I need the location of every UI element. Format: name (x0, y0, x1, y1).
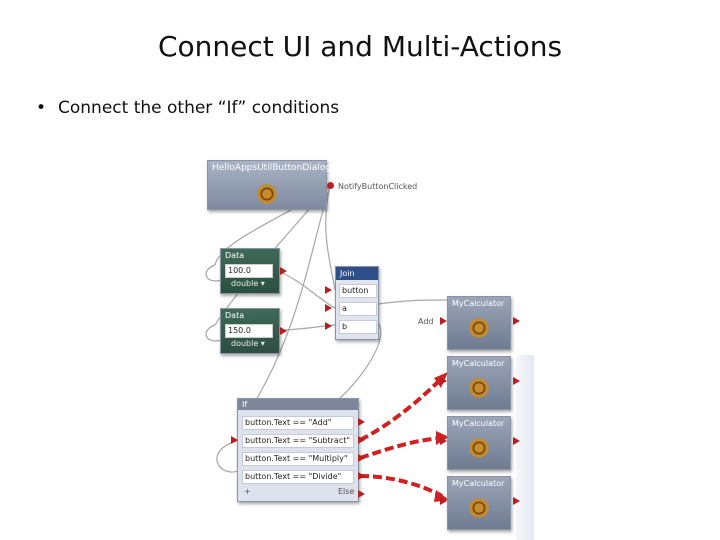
wire (249, 185, 331, 411)
input-port[interactable] (440, 437, 447, 445)
gear-icon (468, 317, 490, 339)
output-port[interactable] (358, 436, 365, 444)
red-arrow (359, 474, 443, 498)
bullet-dot: • (36, 98, 47, 118)
join-slot[interactable]: b (339, 320, 377, 334)
gear-icon (468, 497, 490, 519)
data-node[interactable]: Data 150.0 double ▾ (220, 308, 280, 354)
output-port[interactable] (358, 454, 365, 462)
bullet-text: Connect the other “If” conditions (58, 98, 340, 118)
gear-icon (256, 183, 278, 205)
side-strip (516, 355, 534, 540)
if-condition[interactable]: button.Text == "Add" (242, 416, 354, 430)
output-port[interactable] (358, 472, 365, 480)
output-port[interactable] (280, 267, 287, 275)
slide-title: Connect UI and Multi-Actions (157, 30, 563, 63)
data-node-title: Data (225, 311, 245, 320)
wire (377, 299, 448, 305)
if-condition[interactable]: button.Text == "Subtract" (242, 434, 354, 448)
input-port[interactable] (325, 322, 332, 330)
calculator-node[interactable]: MyCalculator (447, 416, 511, 470)
calculator-node-title: MyCalculator (452, 479, 505, 488)
calculator-node-title: MyCalculator (452, 419, 505, 428)
add-label: Add (418, 317, 434, 326)
output-port[interactable] (513, 437, 520, 445)
add-condition-button[interactable]: + (244, 487, 251, 496)
dialog-node-title: HelloAppsUtilButtonDialog (212, 163, 332, 173)
calculator-node[interactable]: MyCalculator (447, 476, 511, 530)
if-condition[interactable]: button.Text == "Multiply" (242, 452, 354, 466)
data-type-dropdown[interactable]: double ▾ (231, 279, 265, 288)
if-node-title: If (238, 399, 358, 410)
output-port[interactable] (513, 317, 520, 325)
red-arrow (359, 376, 444, 442)
event-port[interactable] (327, 182, 334, 189)
output-port[interactable] (280, 327, 287, 335)
wire (325, 185, 336, 291)
calculator-node-title: MyCalculator (452, 299, 505, 308)
input-port[interactable] (440, 317, 447, 325)
calculator-node[interactable]: MyCalculator (447, 296, 511, 350)
join-node[interactable]: Join button a b (335, 266, 379, 340)
if-node[interactable]: If button.Text == "Add" button.Text == "… (237, 398, 359, 502)
gear-icon (468, 437, 490, 459)
else-label: Else (338, 487, 355, 496)
data-node[interactable]: Data 100.0 double ▾ (220, 248, 280, 294)
calculator-node[interactable]: MyCalculator (447, 356, 511, 410)
input-port[interactable] (440, 377, 447, 385)
output-port[interactable] (513, 377, 520, 385)
gear-icon (468, 377, 490, 399)
output-port[interactable] (513, 497, 520, 505)
event-label: NotifyButtonClicked (338, 182, 418, 191)
input-port[interactable] (325, 286, 332, 294)
join-node-title: Join (336, 267, 378, 280)
output-port[interactable] (358, 490, 365, 498)
dialog-node[interactable]: HelloAppsUtilButtonDialog (207, 160, 332, 210)
calculator-node-title: MyCalculator (452, 359, 505, 368)
data-value-field[interactable]: 100.0 (225, 264, 273, 278)
data-value-field[interactable]: 150.0 (225, 324, 273, 338)
join-slot[interactable]: a (339, 302, 377, 316)
join-slot[interactable]: button (339, 284, 377, 298)
input-port[interactable] (440, 497, 447, 505)
output-port[interactable] (358, 418, 365, 426)
if-condition[interactable]: button.Text == "Divide" (242, 470, 354, 484)
data-node-title: Data (225, 251, 245, 260)
input-port[interactable] (231, 436, 238, 444)
input-port[interactable] (325, 304, 332, 312)
data-type-dropdown[interactable]: double ▾ (231, 339, 265, 348)
bullet-item: • Connect the other “If” conditions (36, 98, 339, 118)
red-arrow (359, 436, 443, 460)
